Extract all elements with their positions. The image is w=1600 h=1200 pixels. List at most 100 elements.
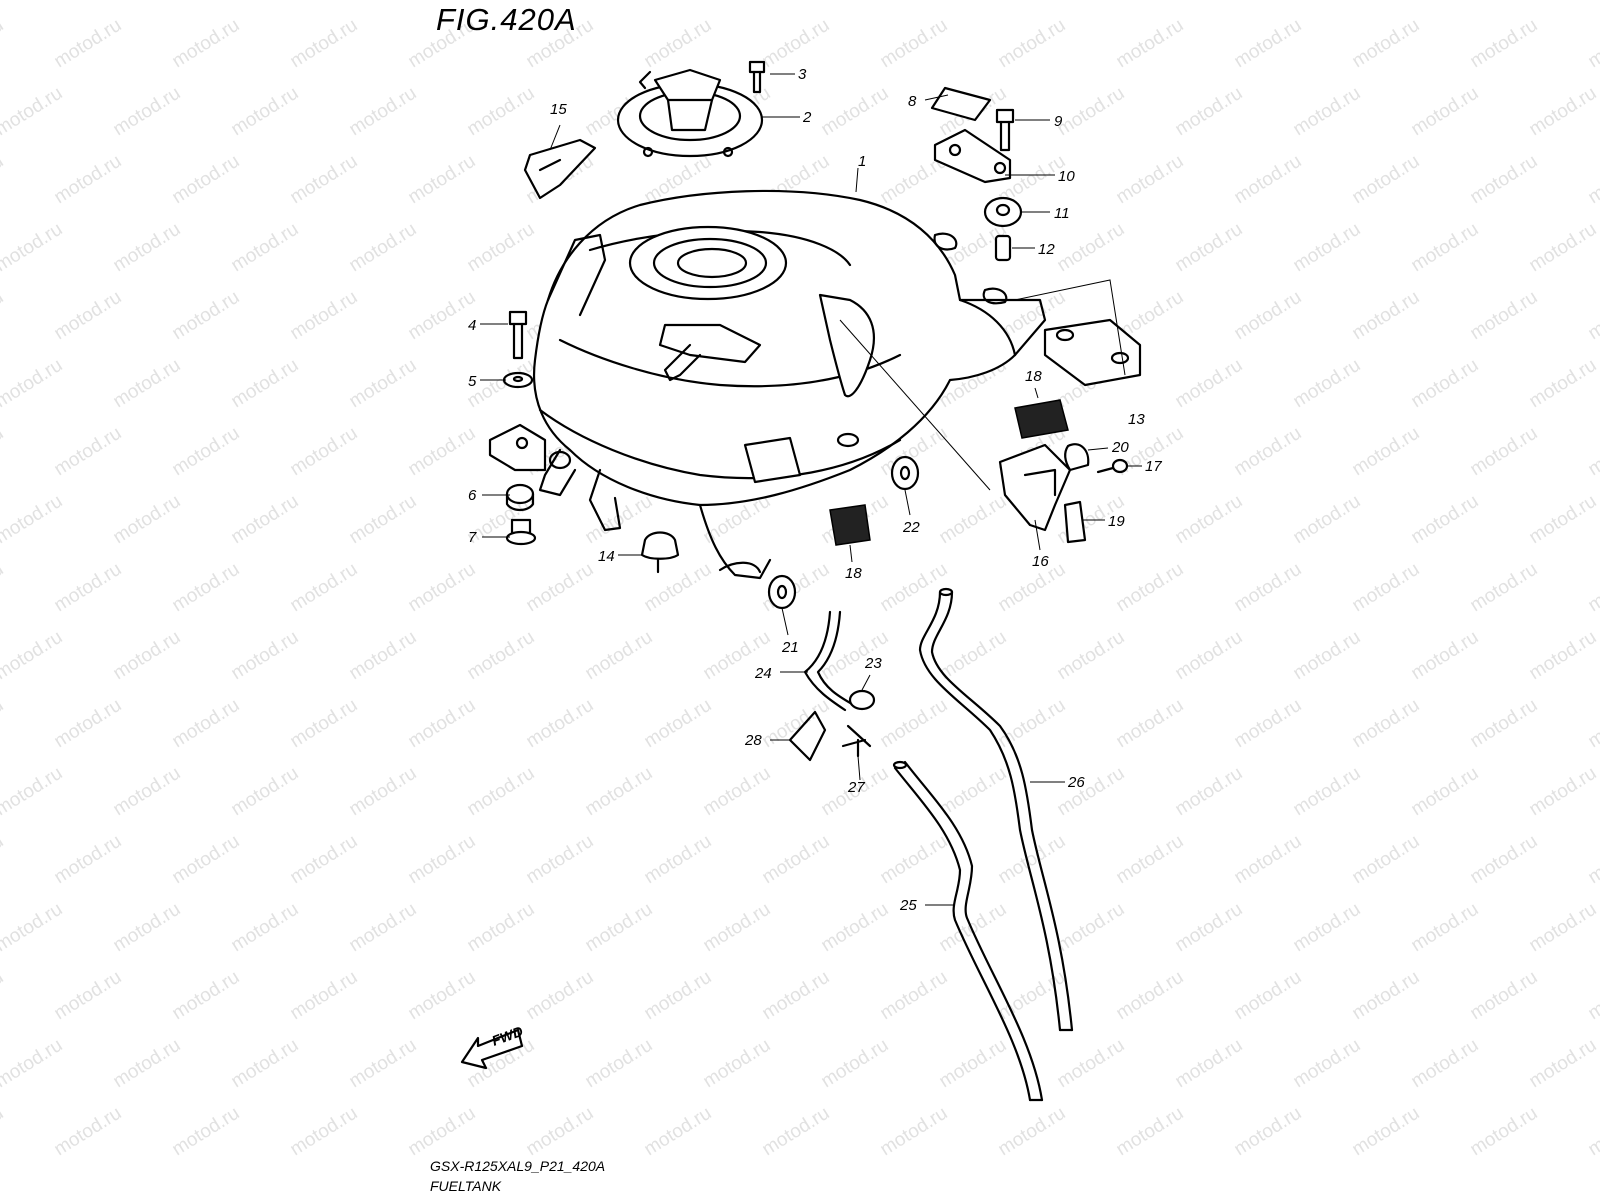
spacer-7[interactable] xyxy=(505,518,537,546)
watermark-text: motod.ru xyxy=(1349,423,1424,481)
callout-19[interactable]: 19 xyxy=(1108,513,1125,530)
callout-6[interactable]: 6 xyxy=(468,487,477,504)
callout-24[interactable]: 24 xyxy=(754,665,772,682)
watermark-text: motod.ru xyxy=(759,1103,834,1161)
washer-5[interactable] xyxy=(502,371,534,389)
callout-2[interactable]: 2 xyxy=(802,109,812,126)
fuel-cap[interactable] xyxy=(616,68,764,158)
callout-23[interactable]: 23 xyxy=(864,655,882,672)
callout-3[interactable]: 3 xyxy=(798,66,807,83)
callout-17[interactable]: 17 xyxy=(1145,458,1162,475)
cushion-14[interactable] xyxy=(640,531,680,574)
grommet[interactable] xyxy=(983,196,1023,228)
callout-25[interactable]: 25 xyxy=(899,897,917,914)
watermark-text: motod.ru xyxy=(0,967,7,1025)
watermark-text: motod.ru xyxy=(169,559,244,617)
watermark-text: motod.ru xyxy=(1172,491,1247,549)
callout-20[interactable]: 20 xyxy=(1111,439,1129,456)
pad-18-lower[interactable] xyxy=(829,504,871,546)
watermark-text: motod.ru xyxy=(1467,559,1542,617)
watermark-text: motod.ru xyxy=(1408,83,1483,141)
callout-5[interactable]: 5 xyxy=(468,373,477,390)
watermark-text: motod.ru xyxy=(818,1035,893,1093)
callout-28[interactable]: 28 xyxy=(744,732,762,749)
watermark-text: motod.ru xyxy=(0,627,66,685)
watermark-text: motod.ru xyxy=(110,763,185,821)
model-code: GSX-R125XAL9_P21_420A xyxy=(430,1158,606,1174)
bolt-9[interactable] xyxy=(995,108,1015,152)
callout-21[interactable]: 21 xyxy=(781,639,799,656)
watermark-text: motod.ru xyxy=(700,1035,775,1093)
bolt-4[interactable] xyxy=(508,310,528,360)
watermark-text: motod.ru xyxy=(169,967,244,1025)
watermark-text: motod.ru xyxy=(759,15,834,73)
watermark-text: motod.ru xyxy=(110,491,185,549)
watermark-text: motod.ru xyxy=(1467,1103,1542,1161)
watermark-text: motod.ru xyxy=(582,1035,657,1093)
cushion-6[interactable] xyxy=(505,483,535,512)
watermark-text: motod.ru xyxy=(1054,1035,1129,1093)
watermark-text: motod.ru xyxy=(1467,15,1542,73)
watermark-text: motod.ru xyxy=(1172,1035,1247,1093)
collar[interactable] xyxy=(994,234,1012,262)
bracket-plate[interactable] xyxy=(933,128,1012,184)
cushion-pad-top[interactable] xyxy=(930,86,992,122)
watermark-text: motod.ru xyxy=(287,1103,362,1161)
callout-27[interactable]: 27 xyxy=(847,779,865,796)
watermark-text: motod.ru xyxy=(1585,559,1600,617)
watermark-text: motod.ru xyxy=(641,695,716,753)
callout-10[interactable]: 10 xyxy=(1058,168,1075,185)
joint-27[interactable] xyxy=(841,724,872,758)
watermark-text: motod.ru xyxy=(1467,423,1542,481)
watermark-text: motod.ru xyxy=(346,491,421,549)
watermark-text: motod.ru xyxy=(1054,219,1129,277)
watermark-text: motod.ru xyxy=(51,287,126,345)
watermark-text: motod.ru xyxy=(995,695,1070,753)
watermark-text: motod.ru xyxy=(405,967,480,1025)
pad-18-upper[interactable] xyxy=(1014,399,1069,439)
rear-cushion[interactable] xyxy=(1043,318,1142,387)
drain-hose-25[interactable] xyxy=(892,760,1044,1102)
callout-11[interactable]: 11 xyxy=(1054,205,1070,222)
pad-19[interactable] xyxy=(1063,500,1087,544)
cap-bolt[interactable] xyxy=(748,60,766,94)
callout-18-lower[interactable]: 18 xyxy=(845,565,862,582)
watermark-text: motod.ru xyxy=(1231,559,1306,617)
callout-22[interactable]: 22 xyxy=(902,519,920,536)
callout-8[interactable]: 8 xyxy=(908,93,917,110)
callout-9[interactable]: 9 xyxy=(1054,113,1063,130)
callout-1[interactable]: 1 xyxy=(858,153,866,170)
watermark-text: motod.ru xyxy=(51,423,126,481)
callout-26[interactable]: 26 xyxy=(1067,774,1085,791)
callout-16[interactable]: 16 xyxy=(1032,553,1049,570)
watermark-text: motod.ru xyxy=(405,151,480,209)
breather-hose-26[interactable] xyxy=(918,587,1074,1032)
hose-28[interactable] xyxy=(788,710,827,762)
clamp-23[interactable] xyxy=(848,689,876,711)
callout-15[interactable]: 15 xyxy=(550,101,567,118)
watermark-text: motod.ru xyxy=(110,83,185,141)
bracket-front[interactable] xyxy=(523,138,597,200)
mount-bracket[interactable] xyxy=(488,423,547,472)
watermark-text: motod.ru xyxy=(523,695,598,753)
fuel-tank[interactable] xyxy=(533,189,1047,580)
callout-7[interactable]: 7 xyxy=(468,529,477,546)
side-cover[interactable] xyxy=(998,443,1072,532)
callout-18-upper[interactable]: 18 xyxy=(1025,368,1042,385)
watermark-text: motod.ru xyxy=(1585,15,1600,73)
cushion-21[interactable] xyxy=(767,574,797,610)
callout-14[interactable]: 14 xyxy=(598,548,615,565)
watermark-text: motod.ru xyxy=(936,1035,1011,1093)
watermark-text: motod.ru xyxy=(1408,491,1483,549)
callout-13[interactable]: 13 xyxy=(1128,411,1145,428)
callout-12[interactable]: 12 xyxy=(1038,241,1055,258)
screw-17[interactable] xyxy=(1096,458,1129,474)
watermark-text: motod.ru xyxy=(995,15,1070,73)
cushion-22[interactable] xyxy=(890,455,920,491)
cushion-20[interactable] xyxy=(1064,443,1090,472)
watermark-text: motod.ru xyxy=(523,967,598,1025)
watermark-text: motod.ru xyxy=(169,287,244,345)
watermark-text: motod.ru xyxy=(228,1035,303,1093)
callout-layer: 1 2 3 4 5 6 7 8 9 10 11 12 13 14 15 16 1… xyxy=(468,66,1162,914)
callout-4[interactable]: 4 xyxy=(468,317,476,334)
